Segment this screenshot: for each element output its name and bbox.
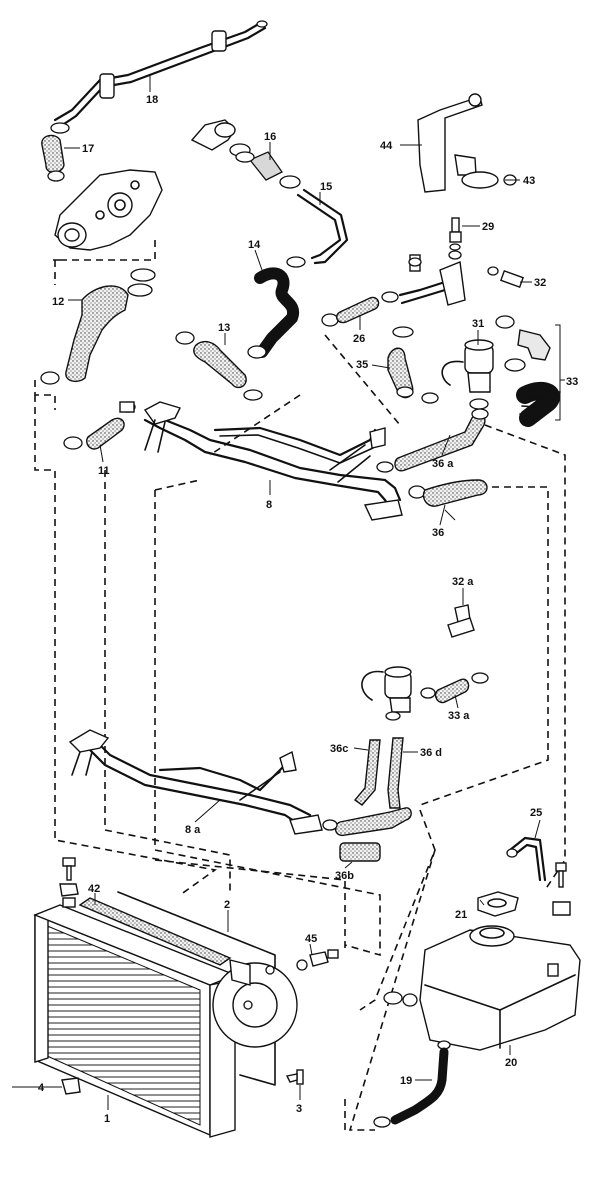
part-13-hose	[175, 331, 263, 401]
part-12-large-hose	[40, 268, 156, 385]
part-8-pipe-assembly	[119, 401, 403, 521]
part-44-bracket	[417, 93, 483, 193]
label-35: 35	[356, 359, 368, 371]
part-33a-hose	[420, 672, 489, 704]
label-3: 3	[296, 1103, 302, 1115]
part-29-sensor	[449, 217, 462, 251]
part-36a-hose	[376, 408, 489, 473]
water-pump-housing	[54, 169, 163, 251]
part-25-vent-hose	[506, 836, 547, 882]
part-35-hose	[387, 347, 439, 404]
tank-side-clamp	[402, 993, 418, 1007]
part-2-fan-shroud	[117, 891, 298, 1086]
part-43-clamp-bracket	[454, 154, 517, 189]
label-4: 4	[38, 1082, 45, 1094]
part-16-thermostat-housing	[190, 119, 301, 189]
tank-bracket-bolt	[552, 862, 571, 916]
part-26-hose	[321, 291, 414, 338]
part-labels: 18 17 16 15 14 12 13 11 8 44 43 29 32 26…	[38, 94, 578, 1125]
part-20-expansion-tank	[419, 925, 581, 1051]
part-14-black-hose	[247, 267, 300, 359]
label-36a: 36 a	[432, 458, 454, 470]
label-36d: 36 d	[420, 747, 442, 759]
label-36b: 36b	[335, 870, 354, 882]
part-1-radiator	[33, 904, 237, 1138]
part-36-hose	[408, 479, 488, 507]
part-8a-pipe-assembly	[68, 729, 323, 835]
part-31-valve	[441, 339, 494, 410]
lower-valve	[361, 666, 412, 721]
part-42-seal-strip	[78, 897, 232, 966]
part-15-coolant-pipe	[286, 188, 349, 268]
label-45: 45	[305, 933, 317, 945]
part-32-fitting	[487, 266, 525, 289]
part-4-drain-plug	[61, 1077, 81, 1095]
mounting-bolts	[59, 857, 304, 1085]
label-29: 29	[482, 221, 494, 233]
label-36c: 36c	[330, 743, 348, 755]
label-17: 17	[82, 143, 94, 155]
part-45-sensor	[296, 949, 339, 971]
part-33-hoses	[495, 315, 561, 427]
leader-lines	[12, 75, 565, 1110]
label-8: 8	[266, 499, 272, 511]
part-36b-hose	[339, 842, 381, 862]
label-43: 43	[523, 175, 535, 187]
part-19-black-hose	[373, 1040, 451, 1128]
label-26: 26	[353, 333, 365, 345]
hose-routing-lines	[34, 240, 566, 1131]
label-12: 12	[52, 296, 64, 308]
label-16: 16	[264, 131, 276, 143]
label-13: 13	[218, 322, 230, 334]
label-14: 14	[248, 239, 261, 251]
label-11: 11	[98, 465, 110, 477]
label-33a: 33 a	[448, 710, 470, 722]
label-2: 2	[224, 899, 230, 911]
label-32a: 32 a	[452, 576, 474, 588]
label-15: 15	[320, 181, 332, 193]
label-21: 21	[455, 909, 467, 921]
part-21-cap	[477, 891, 519, 917]
part-32a-fitting	[447, 604, 475, 638]
label-19: 19	[400, 1075, 412, 1087]
label-1: 1	[104, 1113, 110, 1125]
label-44: 44	[380, 140, 393, 152]
label-25: 25	[530, 807, 542, 819]
label-18: 18	[146, 94, 158, 106]
label-32: 32	[534, 277, 546, 289]
label-8a: 8 a	[185, 824, 201, 836]
label-36: 36	[432, 527, 444, 539]
label-31: 31	[472, 318, 484, 330]
label-20: 20	[505, 1057, 517, 1069]
tank-lower-clamp	[383, 991, 403, 1005]
part-18-bypass-pipe	[53, 20, 268, 130]
label-42: 42	[88, 883, 100, 895]
part-connector-fitting	[398, 250, 466, 306]
label-33: 33	[566, 376, 578, 388]
part-17-short-hose	[41, 122, 70, 182]
part-36c-36d-hoses	[322, 737, 412, 837]
